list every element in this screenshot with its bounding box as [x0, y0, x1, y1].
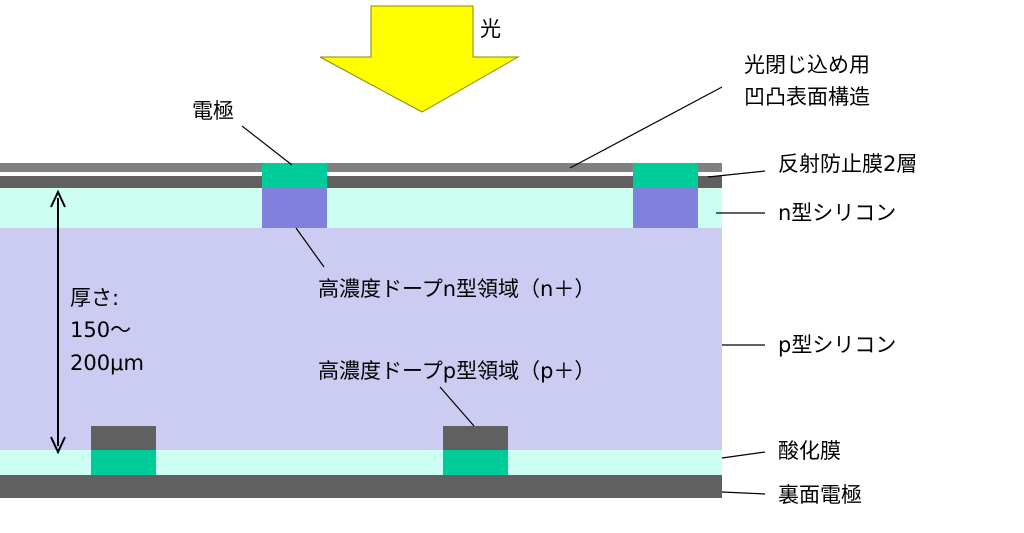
- p-plus-callout-line: [439, 386, 475, 427]
- p-silicon-label: p型シリコン: [778, 333, 896, 357]
- electrode-callout-line: [241, 125, 293, 166]
- texture-callout-line: [569, 86, 723, 169]
- n-plus-label: 高濃度ドープn型領域（n＋）: [318, 277, 595, 301]
- ar-coating-inner: [0, 176, 722, 188]
- light-label: 光: [480, 17, 501, 41]
- electrode-label: 電極: [192, 99, 234, 123]
- back-electrode-callout-line: [721, 491, 766, 495]
- top-electrode: [262, 163, 327, 188]
- n-plus-region: [633, 188, 698, 228]
- top-electrode: [633, 163, 698, 188]
- back-electrode: [0, 475, 722, 498]
- oxide-callout-line: [721, 451, 766, 459]
- back-contact-electrode: [443, 450, 508, 475]
- texture-label-1: 光閉じ込め用: [744, 53, 870, 77]
- ar-coating-gap: [0, 172, 722, 176]
- n-silicon-label: n型シリコン: [778, 201, 896, 225]
- thickness-arrow: [50, 189, 66, 455]
- p-plus-label: 高濃度ドープp型領域（p＋）: [318, 359, 595, 383]
- p-plus-region: [443, 426, 508, 450]
- ar-callout-line: [707, 170, 766, 178]
- p-plus-region: [91, 426, 156, 450]
- p-silicon-layer: [0, 228, 722, 450]
- oxide-label: 酸化膜: [778, 439, 841, 463]
- light-arrow: [319, 5, 520, 113]
- thickness-label-1: 厚さ:: [70, 286, 119, 310]
- texture-label-2: 凹凸表面構造: [744, 85, 870, 109]
- back-electrode-label: 裏面電極: [778, 483, 862, 507]
- back-contact-electrode: [91, 450, 156, 475]
- thickness-label-2: 150〜: [70, 318, 131, 342]
- n-plus-region: [262, 188, 327, 228]
- thickness-label-3: 200μm: [70, 351, 144, 375]
- n-silicon-layer: [0, 188, 722, 228]
- n-plus-callout-line: [295, 227, 325, 268]
- ar-coating-label: 反射防止膜2層: [778, 152, 917, 176]
- ar-coating-outer: [0, 163, 722, 172]
